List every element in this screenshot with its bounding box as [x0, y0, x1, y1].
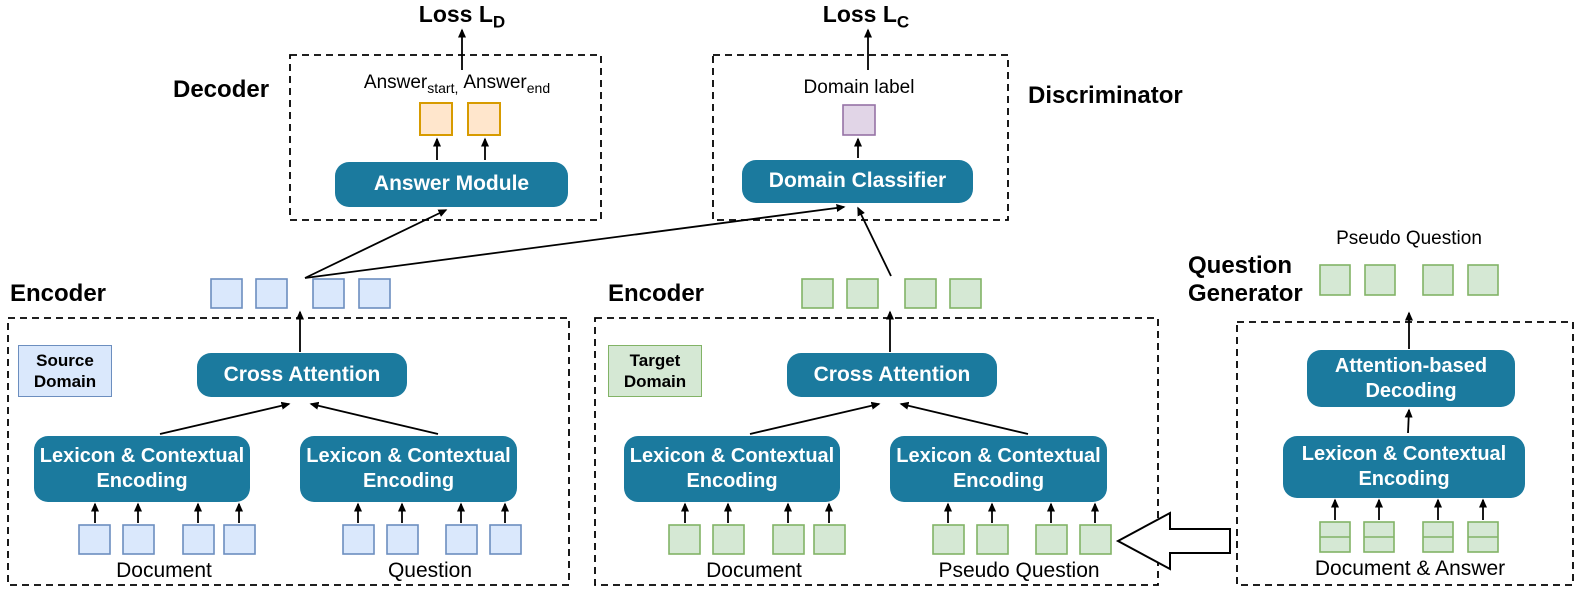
target-input-tokens	[668, 524, 1112, 555]
domain-label-text: Domain label	[803, 77, 915, 98]
source-cross-attention-box: Cross Attention	[197, 353, 407, 397]
target-encoder-title: Encoder	[608, 280, 705, 307]
question-generator-frame	[1236, 321, 1574, 586]
source-input-arrows	[91, 502, 509, 523]
arrow-src-to-answer-module	[304, 209, 448, 279]
source-document-label: Document	[116, 559, 212, 582]
doc-answer-label: Document & Answer	[1314, 557, 1506, 580]
target-pseudo-question-label: Pseudo Question	[938, 559, 1100, 582]
source-question-label: Question	[387, 559, 473, 582]
source-output-tokens	[210, 278, 391, 309]
target-cross-attention-box: Cross Attention	[787, 353, 997, 397]
source-encoder-title: Encoder	[10, 280, 107, 307]
loss-ld-label: Loss LD	[418, 1, 506, 32]
doc-answer-tokens	[1319, 521, 1499, 553]
answer-module-box: Answer Module	[335, 162, 568, 207]
arrow-src-lex2-to-ca	[309, 401, 439, 435]
answer-span-tokens	[419, 102, 501, 136]
discriminator-frame	[712, 54, 1009, 221]
source-input-tokens	[78, 524, 522, 555]
pseudo-question-feedback-arrow	[1115, 511, 1231, 571]
qgen-input-arrows	[1331, 498, 1487, 520]
arrow-qgen-lex-to-decoding	[1404, 408, 1413, 434]
domain-label-token	[842, 104, 876, 136]
discriminator-title: Discriminator	[1028, 82, 1183, 109]
target-document-label: Document	[706, 559, 802, 582]
arrow-src-lex1-to-ca	[159, 401, 291, 435]
decoder-frame	[289, 54, 602, 221]
target-output-tokens	[801, 278, 982, 309]
source-encoder-frame	[7, 317, 570, 586]
arrow-tgt-to-domain-classifier	[857, 206, 892, 277]
target-input-arrows	[681, 502, 1099, 523]
pseudo-question-tokens	[1319, 264, 1499, 296]
arrow-src-to-domain-classifier	[304, 204, 846, 279]
domain-classifier-box: Domain Classifier	[742, 160, 973, 203]
loss-lc-label: Loss LC	[822, 1, 910, 32]
answer-span-label: Answerstart,Answerend	[363, 72, 551, 96]
arrow-tgt-lex2-to-ca	[899, 401, 1029, 435]
pseudo-question-output-label: Pseudo Question	[1336, 228, 1482, 249]
decoder-title: Decoder	[173, 76, 270, 103]
target-encoder-frame	[594, 317, 1159, 586]
arrow-tgt-lex1-to-ca	[749, 401, 881, 435]
